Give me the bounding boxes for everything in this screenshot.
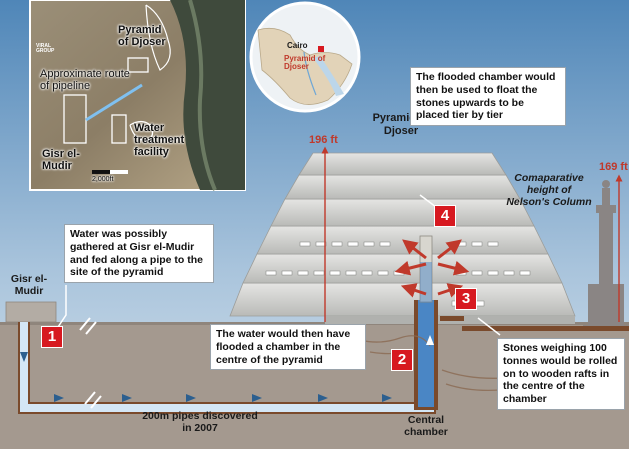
map-gisr-label: Gisr el-Mudir — [42, 148, 80, 173]
pipe — [18, 235, 438, 414]
step-badge-1: 1 — [41, 326, 63, 348]
map-scale-label: 2,000ft — [92, 176, 114, 183]
pyramid-height-label: 196 ft — [309, 134, 338, 146]
callout-step-4: The flooded chamber would then be used t… — [410, 67, 566, 127]
pipes-label: 200m pipes discovered in 2007 — [142, 410, 258, 435]
step-badge-4: 4 — [434, 205, 456, 227]
map-pipeline-label: Approximate route of pipeline — [40, 68, 130, 93]
gisr-label: Gisr el-Mudir — [10, 273, 48, 298]
locator-pyramid-label: Pyramid of Djoser — [284, 54, 326, 72]
flow-arrows — [20, 335, 434, 402]
pipe-break-marks — [79, 317, 102, 409]
callout-step-1: Water was possibly gathered at Gisr el-M… — [64, 224, 214, 284]
step-badge-3: 3 — [455, 288, 477, 310]
callout-step-3: Stones weighing 100 tonnes would be roll… — [497, 338, 625, 410]
map-water-label: Water treatment facility — [134, 122, 185, 159]
wooden-floor — [462, 326, 629, 331]
gisr-el-mudir-block — [5, 301, 57, 323]
watermark: VIRAL GROUP — [36, 43, 55, 54]
water-outflow-arrows — [394, 239, 470, 298]
column-label: Comaparative height of Nelson's Column — [506, 172, 592, 209]
step-badge-2: 2 — [391, 349, 413, 371]
locator-globe — [249, 1, 361, 113]
satellite-map — [29, 0, 246, 191]
central-chamber-label: Central chamber — [404, 414, 448, 439]
locator-cairo-label: Cairo — [287, 41, 308, 50]
callout-step-2: The water would then have flooded a cham… — [210, 324, 366, 371]
map-pyramid-label: Pyramid of Djoser — [118, 24, 166, 49]
column-height-label: 169 ft — [599, 161, 628, 173]
